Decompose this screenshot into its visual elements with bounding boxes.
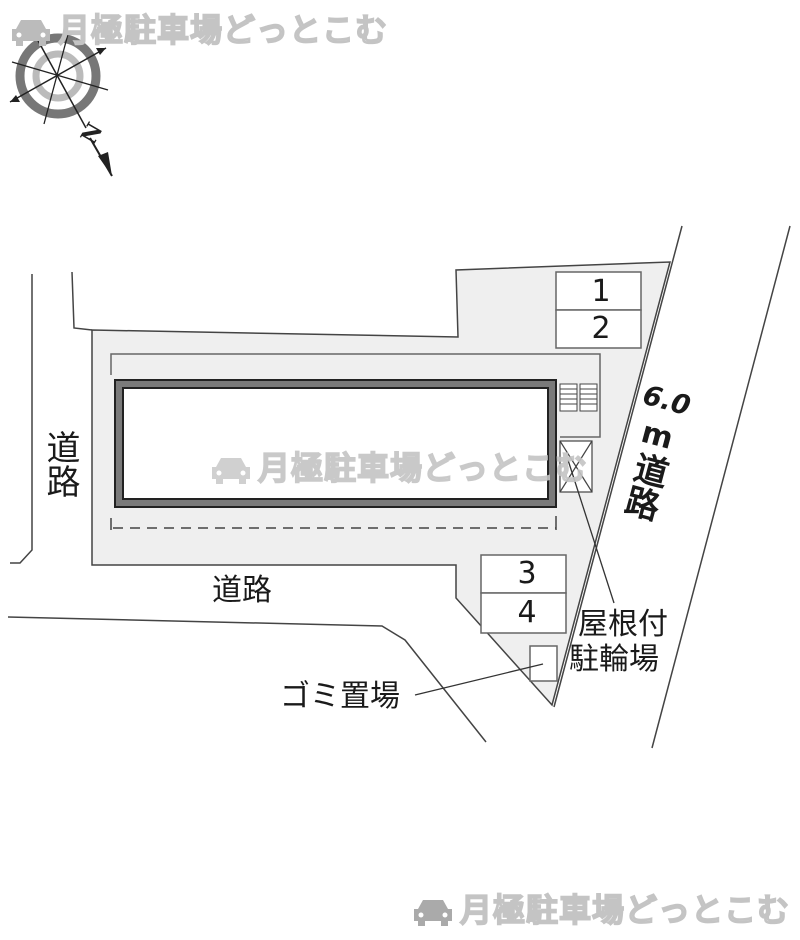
garbage-label: ゴミ置場 bbox=[280, 679, 400, 714]
garbage-leader-line bbox=[414, 663, 544, 696]
parking-slot-4: 4 bbox=[517, 595, 537, 630]
bicycle-parking-label-1: 屋根付 bbox=[578, 607, 668, 642]
north-label: N bbox=[76, 119, 109, 149]
east-road-edge-west bbox=[553, 225, 683, 708]
south-road-edge bbox=[7, 616, 487, 743]
car-icon bbox=[12, 20, 50, 46]
watermark-text: 月極駐車場どっとこむ bbox=[459, 891, 791, 929]
east-road-edge-east bbox=[651, 225, 791, 749]
parking-slot-1: 1 bbox=[591, 274, 611, 309]
watermark-text: 月極駐車場どっとこむ bbox=[57, 11, 389, 49]
parking-slot-3: 3 bbox=[517, 556, 537, 591]
east-road-name: 道路 bbox=[615, 447, 672, 524]
neighbour-boundary bbox=[71, 271, 93, 331]
compass-icon bbox=[9, 25, 113, 177]
west-road-label: 道路 bbox=[40, 430, 80, 498]
bicycle-leader-line bbox=[567, 459, 615, 604]
watermark-center: 月極駐車場どっとこむ bbox=[210, 449, 589, 487]
west-road-edge bbox=[10, 274, 33, 564]
watermark-top: 月極駐車場どっとこむ bbox=[10, 11, 389, 49]
garbage-box bbox=[529, 645, 558, 682]
car-icon bbox=[212, 458, 250, 484]
watermark-text: 月極駐車場どっとこむ bbox=[257, 449, 589, 487]
parking-slots-bottom bbox=[480, 554, 567, 634]
bicycle-parking-label-2: 駐輪場 bbox=[569, 642, 659, 677]
south-road-label: 道路 bbox=[212, 573, 272, 608]
eave-outline bbox=[110, 353, 601, 438]
stairs-icon bbox=[559, 383, 598, 412]
watermark-bottom: 月極駐車場どっとこむ bbox=[412, 891, 791, 929]
car-icon bbox=[414, 900, 452, 926]
parking-slot-2: 2 bbox=[591, 311, 611, 346]
parking-slots-top bbox=[555, 271, 642, 349]
